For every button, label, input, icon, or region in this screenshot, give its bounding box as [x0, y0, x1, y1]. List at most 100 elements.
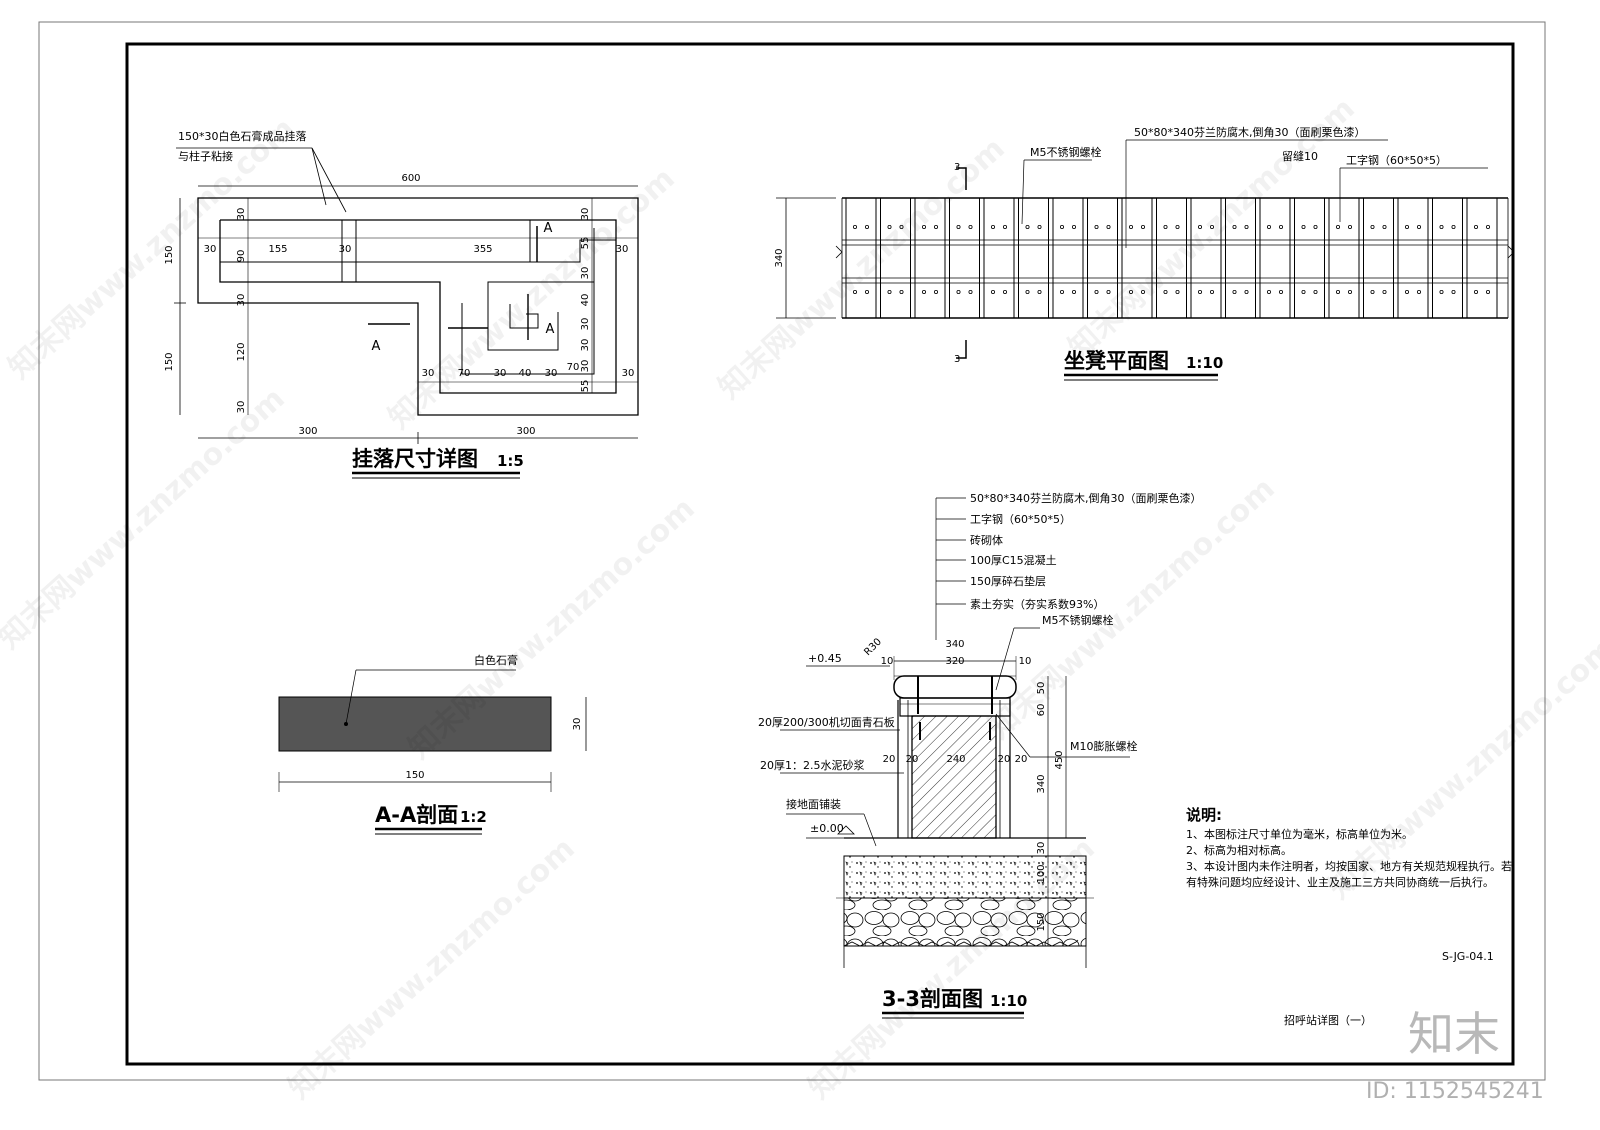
elev-ground: ±0.00 [810, 822, 844, 835]
bolt-hole [1210, 289, 1215, 294]
cut-mark-3-bottom: 3 [954, 354, 960, 365]
dim-70: 70 [458, 368, 471, 379]
bolt-hole [1198, 289, 1203, 294]
bolt-hole [1094, 289, 1099, 294]
bench-plank [1018, 197, 1049, 319]
watermark-text: 知末网www.znzmo.com [2, 111, 302, 386]
bolt-hole [1439, 224, 1444, 229]
hanging-dimensions: 600 300 300 150 150 30 155 30 355 30 30 … [164, 129, 634, 437]
dim-340: 340 [945, 639, 964, 650]
bolt-hole [1163, 289, 1168, 294]
dim-155: 155 [268, 244, 287, 255]
dim-30: 30 [580, 318, 591, 331]
hanging-scale: 1:5 [497, 452, 524, 470]
bolt-hole [853, 289, 858, 294]
bolt-hole [865, 224, 870, 229]
bolt-hole [1279, 289, 1284, 294]
bench-plank [880, 197, 911, 319]
dim-20: 20 [1015, 754, 1028, 765]
bolt-hole [1072, 289, 1077, 294]
bench-plank [1294, 197, 1325, 319]
hanging-title: 挂落尺寸详图 1:5 [352, 447, 524, 479]
bolt-hole [956, 224, 961, 229]
drawing-border [125, 42, 1515, 1066]
dim-30: 30 [580, 267, 591, 280]
note-4: 有特殊问题均应经设计、业主及施工三方共同协商统一后执行。 [1186, 875, 1494, 889]
dim-355: 355 [473, 244, 492, 255]
cut-mark-3-top: 3 [954, 162, 960, 173]
dim-30: 30 [236, 294, 247, 307]
bench-plank [1432, 197, 1463, 319]
dim-340: 340 [1036, 774, 1047, 793]
bench-plank [949, 197, 980, 319]
bolt-hole [1141, 224, 1146, 229]
dim-150-top: 150 [164, 245, 175, 264]
dim-30: 30 [236, 208, 247, 221]
bolt-hole [865, 289, 870, 294]
bolt-hole [991, 224, 996, 229]
section-mark-a: A [546, 322, 555, 337]
bolt-hole [1451, 224, 1456, 229]
bolt-hole [1405, 289, 1410, 294]
dim-10: 10 [1019, 656, 1032, 667]
section-33 [780, 497, 1130, 968]
bench-plan-labels: 3 3 340 M5不锈钢螺栓 50*80*340芬兰防腐木,倒角30（面刷栗色… [774, 125, 1447, 365]
bench-bolt-label: M5不锈钢螺栓 [1030, 145, 1102, 159]
bench-plank [983, 197, 1015, 319]
bolt-hole [1232, 289, 1237, 294]
bolt-hole [1370, 289, 1375, 294]
dim-40: 40 [580, 294, 591, 307]
layer-4: 100厚C15混凝土 [970, 553, 1057, 567]
wood-seat [893, 675, 1017, 699]
note-1: 1、本图标注尺寸单位为毫米，标高单位为米。 [1186, 827, 1413, 841]
bench-steel-label: 工字钢（60*50*5） [1346, 153, 1447, 167]
dim-30: 30 [204, 244, 217, 255]
outer-frame [38, 21, 1546, 1081]
image-id: ID: 1152545241 [1366, 1079, 1544, 1104]
bolt-hole [1301, 224, 1306, 229]
title-block: S-JG-04.1 招呼站详图（一） [1284, 950, 1494, 1027]
general-notes: 说明: 1、本图标注尺寸单位为毫米，标高单位为米。 2、标高为相对标高。 3、本… [1186, 806, 1512, 889]
dim-55: 55 [580, 237, 591, 250]
dim-50: 50 [1036, 682, 1047, 695]
label-m5-bolt: M5不锈钢螺栓 [1042, 613, 1114, 627]
bolt-hole [1474, 289, 1479, 294]
dim-30: 30 [580, 339, 591, 352]
bench-plank [1363, 197, 1394, 319]
bolt-hole [1106, 289, 1111, 294]
hanging-inner-band [219, 219, 617, 394]
section-33-title: 3-3剖面图 [882, 987, 983, 1011]
dim-20: 20 [906, 754, 919, 765]
bolt-hole [1313, 224, 1318, 229]
bench-plank [1156, 197, 1187, 319]
watermark-text: 知末网www.znzmo.com [382, 161, 682, 436]
dim-40: 40 [519, 368, 532, 379]
bolt-hole [1003, 289, 1008, 294]
hanging-note-1: 150*30白色石膏成品挂落 [178, 129, 307, 143]
bench-plank [1225, 197, 1256, 319]
dim-100: 100 [1036, 864, 1047, 883]
bolt-hole [1244, 224, 1249, 229]
dim-30: 30 [545, 368, 558, 379]
bolt-hole [1417, 289, 1422, 294]
bench-plank [1052, 197, 1084, 319]
hanging-outline [197, 197, 639, 416]
bolt-hole [968, 224, 973, 229]
label-m10-bolt: M10膨胀螺栓 [1070, 739, 1138, 753]
section-mark-a: A [372, 339, 381, 354]
dim-20: 20 [998, 754, 1011, 765]
layer-1: 50*80*340芬兰防腐木,倒角30（面刷栗色漆） [970, 491, 1201, 505]
bolt-hole [1232, 224, 1237, 229]
dim-30: 30 [339, 244, 352, 255]
bolt-hole [1025, 289, 1030, 294]
bench-plank [1466, 197, 1498, 319]
bolt-hole [1072, 224, 1077, 229]
dim-150-bottom: 150 [164, 352, 175, 371]
dim-60: 60 [1036, 704, 1047, 717]
layer-3: 砖砌体 [970, 533, 1003, 547]
dim-450: 450 [1054, 750, 1065, 769]
elev-top: +0.45 [808, 652, 842, 665]
bench-plan-scale: 1:10 [1186, 354, 1223, 372]
dim-150: 150 [1036, 912, 1047, 931]
